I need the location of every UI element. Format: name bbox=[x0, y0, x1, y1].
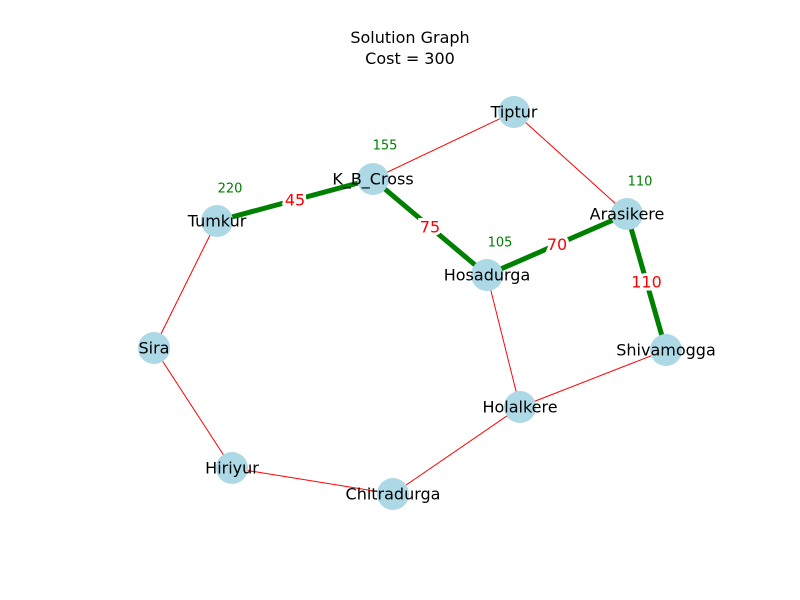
node-chitradurga[interactable]: Chitradurga bbox=[346, 478, 441, 510]
edge-weight-kbcross-hosadurga: 75 bbox=[420, 218, 440, 237]
node-circle-tumkur bbox=[201, 205, 233, 237]
edge-hiriyur-chitradurga bbox=[231, 467, 394, 495]
node-hiriyur[interactable]: Hiriyur bbox=[205, 452, 259, 484]
node-label-tiptur: Tiptur bbox=[490, 103, 538, 122]
node-circle-hiriyur bbox=[216, 452, 248, 484]
node-label-hiriyur: Hiriyur bbox=[205, 459, 259, 478]
edge-weight-hosadurga-arasikere: 70 bbox=[547, 235, 567, 254]
edge-weight-tumkur-kbcross: 45 bbox=[285, 191, 305, 210]
node-circle-chitradurga bbox=[377, 478, 409, 510]
node-holalkere[interactable]: Holalkere bbox=[482, 391, 558, 423]
edge-chitradurga-holalkere bbox=[392, 406, 521, 495]
node-hosadurga[interactable]: Hosadurga bbox=[444, 259, 531, 291]
graph-cost: Cost = 300 bbox=[365, 49, 455, 68]
heuristic-tumkur: 220 bbox=[218, 182, 243, 197]
node-sira[interactable]: Sira bbox=[138, 332, 170, 364]
edge-tumkur-sira bbox=[153, 220, 218, 349]
node-circle-tiptur bbox=[498, 96, 530, 128]
node-circle-sira bbox=[138, 332, 170, 364]
node-label-tumkur: Tumkur bbox=[187, 212, 247, 231]
edge-weights-layer: 45 75 70 110 bbox=[282, 188, 665, 295]
heuristics-layer: 155 220 110 105 bbox=[218, 139, 653, 251]
node-tiptur[interactable]: Tiptur bbox=[490, 96, 538, 128]
edge-holalkere-hosadurga bbox=[486, 274, 521, 408]
node-label-hosadurga: Hosadurga bbox=[444, 266, 531, 285]
edge-kbcross-tiptur bbox=[372, 111, 515, 180]
node-arasikere[interactable]: Arasikere bbox=[590, 198, 665, 230]
edges-layer bbox=[153, 111, 669, 495]
edge-sira-hiriyur bbox=[153, 347, 233, 469]
node-kbcross[interactable]: K_B_Cross bbox=[332, 163, 414, 195]
edge-tumkur-kbcross bbox=[216, 176, 374, 224]
heuristic-arasikere: 110 bbox=[628, 175, 653, 190]
node-circle-hosadurga bbox=[471, 259, 503, 291]
graph-title: Solution Graph bbox=[350, 28, 469, 47]
node-circle-shivamogga bbox=[650, 334, 682, 366]
node-circle-arasikere bbox=[611, 198, 643, 230]
edge-tiptur-arasikere bbox=[513, 111, 628, 215]
edge-kbcross-hosadurga bbox=[371, 177, 489, 277]
node-label-holalkere: Holalkere bbox=[482, 398, 557, 417]
node-label-arasikere: Arasikere bbox=[590, 205, 665, 224]
node-tumkur[interactable]: Tumkur bbox=[187, 205, 247, 237]
node-shivamogga[interactable]: Shivamogga bbox=[616, 334, 716, 366]
node-circle-kbcross bbox=[357, 163, 389, 195]
node-label-shivamogga: Shivamogga bbox=[616, 341, 716, 360]
node-label-sira: Sira bbox=[139, 339, 170, 358]
edge-arasikere-shivamogga bbox=[624, 213, 669, 351]
edge-holalkere-shivamogga bbox=[519, 349, 667, 408]
node-circle-holalkere bbox=[504, 391, 536, 423]
heuristic-hosadurga: 105 bbox=[488, 236, 513, 251]
heuristic-kbcross: 155 bbox=[373, 139, 398, 154]
node-label-kbcross: K_B_Cross bbox=[332, 170, 413, 190]
node-label-chitradurga: Chitradurga bbox=[346, 485, 441, 504]
edge-hosadurga-arasikere bbox=[486, 211, 628, 278]
edge-weight-arasikere-shivamogga: 110 bbox=[631, 273, 662, 292]
